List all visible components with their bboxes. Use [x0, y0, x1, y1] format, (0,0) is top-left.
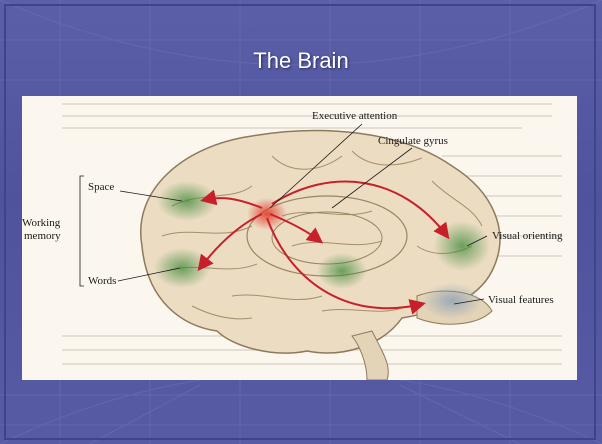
- working-memory-bracket: [80, 176, 84, 286]
- label-memory: memory: [24, 230, 61, 242]
- label-working: Working: [22, 217, 61, 229]
- slide-title: The Brain: [0, 48, 602, 74]
- brain-figure: Executive attention Cingulate gyrus Spac…: [22, 96, 577, 380]
- label-visual-orienting: Visual orienting: [492, 230, 563, 242]
- label-executive-attention: Executive attention: [312, 110, 398, 122]
- label-words: Words: [88, 275, 116, 287]
- label-cingulate-gyrus: Cingulate gyrus: [378, 135, 448, 147]
- label-space: Space: [88, 181, 114, 193]
- label-visual-features: Visual features: [488, 294, 554, 306]
- brain-illustration: Executive attention Cingulate gyrus Spac…: [22, 96, 577, 380]
